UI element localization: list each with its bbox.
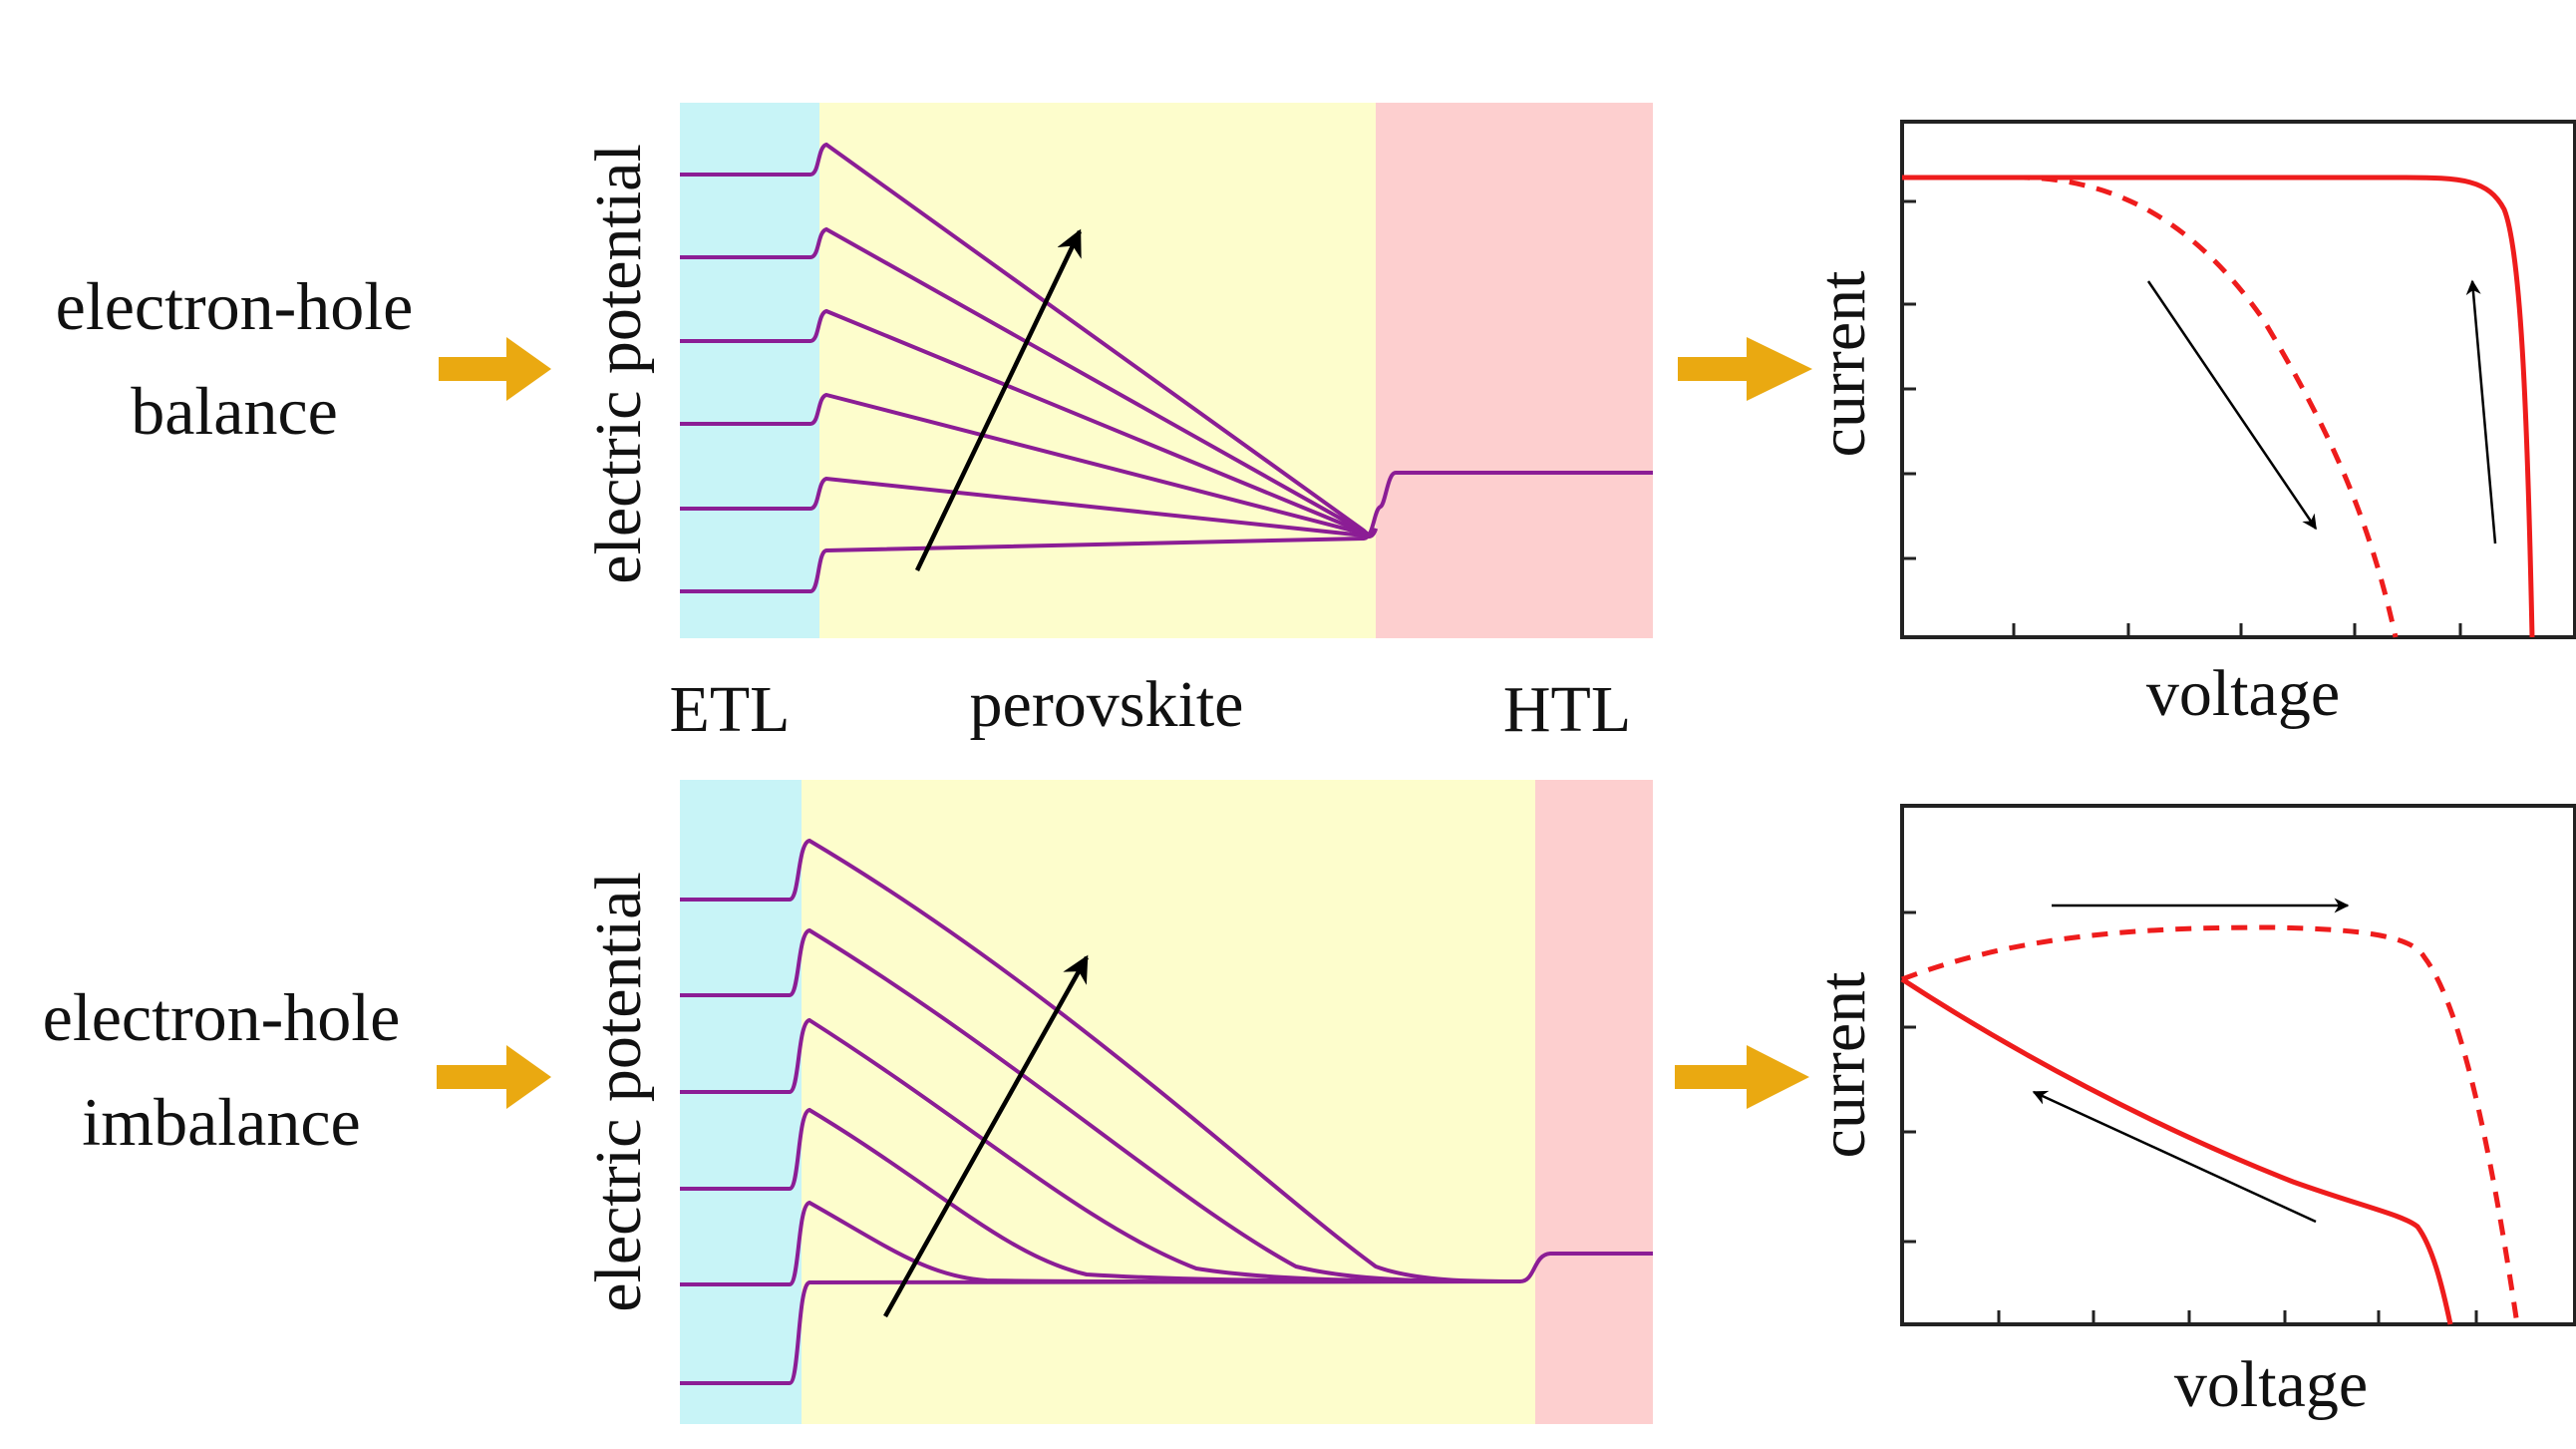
- etl-label: ETL: [670, 673, 791, 746]
- potential-curves: [680, 142, 1653, 593]
- iv-curve-forward-scan: [1900, 976, 2453, 1325]
- potential-curve: [680, 1279, 1521, 1385]
- iv-axes-frame: [1900, 804, 2576, 1326]
- iv-panel-imbalance: current voltage: [1806, 804, 2576, 1421]
- perovskite-region: [819, 103, 1376, 638]
- iv-panel-balance: current voltage: [1806, 120, 2576, 730]
- iv-curve-reverse-scan: [1901, 924, 2520, 1325]
- potential-curve: [680, 838, 1521, 1283]
- potential-curve: [680, 537, 1365, 593]
- potential-curve: [680, 476, 1378, 540]
- htl-region: [1535, 780, 1653, 1424]
- etl-region: [680, 103, 819, 638]
- iv-curve-reverse-scan: [1902, 175, 2399, 638]
- iv-ylabel: current: [1806, 972, 1879, 1159]
- iv-axes-frame: [1900, 120, 2576, 639]
- potential-curves: [680, 838, 1653, 1385]
- iv-ticks: [1902, 910, 2478, 1324]
- potential-panel-imbalance: electric potential: [582, 780, 1653, 1424]
- potential-curve-htl: [1519, 1252, 1653, 1283]
- scan-direction-arrow-up: [2465, 279, 2497, 544]
- iv-curve-forward-scan: [1902, 175, 2535, 638]
- row-imbalance-condition-line1: electron-hole: [43, 979, 401, 1055]
- row-balance-condition-line2: balance: [131, 373, 338, 449]
- flow-arrow-into-iv: [1678, 337, 1812, 401]
- htl-label: HTL: [1503, 673, 1631, 746]
- iv-xlabel: voltage: [2146, 657, 2340, 730]
- row-balance-condition-line1: electron-hole: [56, 268, 414, 344]
- htl-region: [1376, 103, 1653, 638]
- row-imbalance: electron-hole imbalance electric potenti…: [43, 780, 2576, 1424]
- potential-panel-balance: electric potential ETL perovskite HTL: [582, 103, 1653, 746]
- increase-trend-arrow: [883, 954, 1089, 1318]
- flow-arrow-into-iv: [1675, 1045, 1809, 1109]
- potential-ylabel: electric potential: [582, 872, 655, 1312]
- perovskite-region: [802, 780, 1535, 1424]
- potential-curve-htl: [1363, 471, 1653, 541]
- increase-trend-arrow: [914, 228, 1083, 571]
- potential-ylabel: electric potential: [582, 144, 655, 584]
- flow-arrow-into-potential: [439, 337, 551, 401]
- etl-region: [680, 780, 802, 1424]
- row-imbalance-condition-line2: imbalance: [82, 1084, 360, 1160]
- scan-direction-arrow-left: [2032, 1090, 2317, 1224]
- iv-xlabel: voltage: [2174, 1348, 2368, 1421]
- perovskite-label: perovskite: [970, 668, 1244, 741]
- iv-ylabel: current: [1806, 271, 1879, 458]
- scan-direction-arrow-down: [2146, 280, 2318, 531]
- iv-ticks: [1902, 199, 2462, 637]
- row-balance: electron-hole balance electric potential…: [56, 103, 2576, 746]
- flow-arrow-into-potential: [437, 1045, 551, 1109]
